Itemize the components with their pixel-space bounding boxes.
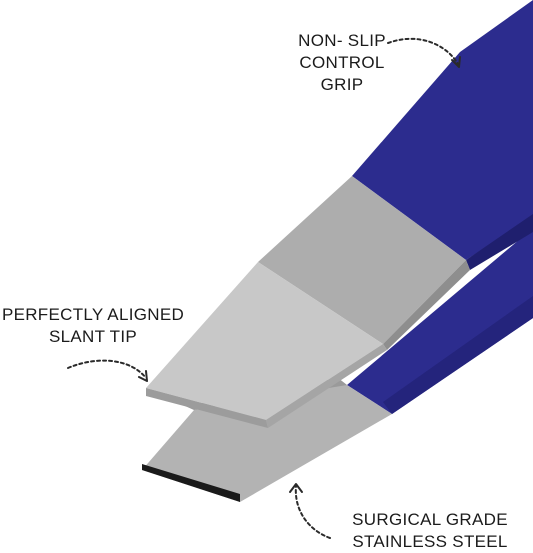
steel-callout-arrow <box>294 485 331 539</box>
steel-callout-arrowhead <box>289 483 303 493</box>
grip-callout-text: NON- SLIP CONTROL GRIP <box>276 30 408 96</box>
grip-callout-line-1: NON- SLIP <box>298 31 386 50</box>
upper-arm-grip <box>352 0 533 260</box>
tip-callout-arrowhead <box>138 370 148 382</box>
upper-arm-steel-tip-underside <box>146 388 268 428</box>
upper-arm-steel-shank <box>258 176 466 344</box>
tip-callout-text: PERFECTLY ALIGNED SLANT TIP <box>0 304 186 348</box>
upper-arm-steel-tip <box>146 262 383 420</box>
grip-callout-arrowhead <box>451 56 461 68</box>
tip-callout-line-2: SLANT TIP <box>48 327 138 346</box>
upper-arm-grip-shade <box>466 214 533 270</box>
grip-callout-line-3: GRIP <box>320 75 364 94</box>
grip-callout-arrow <box>387 37 459 65</box>
lower-arm-grip-shade <box>383 296 533 414</box>
upper-arm-steel-tip-side <box>266 344 387 428</box>
grip-callout-line-2: CONTROL <box>299 53 385 72</box>
lower-arm-grip <box>347 228 533 414</box>
upper-arm-steel-side <box>383 260 470 350</box>
steel-callout-line-2: STAINLESS STEEL <box>352 532 508 551</box>
steel-callout-line-1: SURGICAL GRADE <box>352 510 508 529</box>
tip-callout-line-1: PERFECTLY ALIGNED <box>1 305 185 324</box>
steel-callout-text: SURGICAL GRADE STAINLESS STEEL <box>335 509 525 553</box>
tip-callout-arrow <box>67 359 147 379</box>
lower-arm-cutting-edge <box>142 464 240 502</box>
